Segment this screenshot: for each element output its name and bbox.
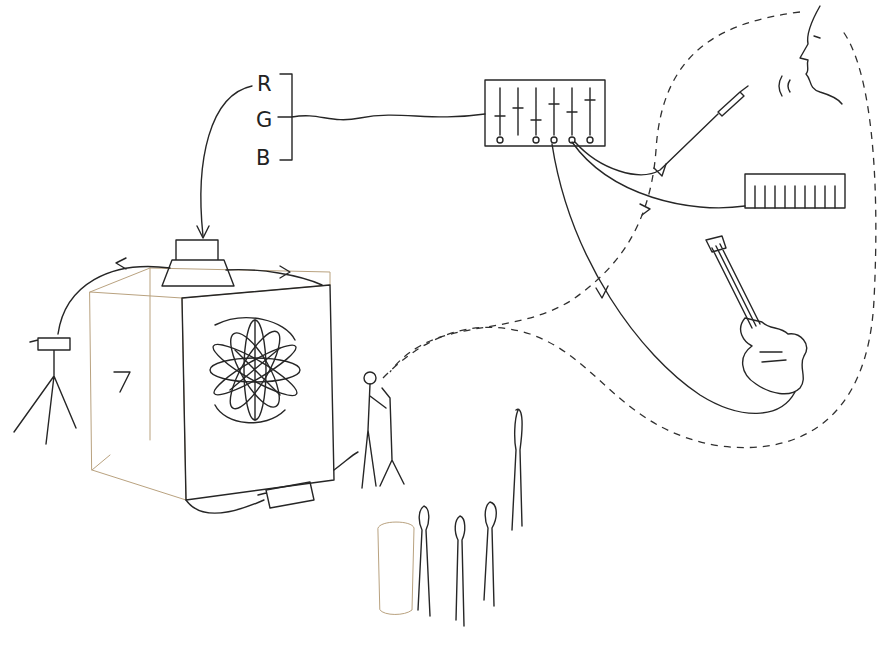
- mixer-knob: [533, 137, 539, 143]
- guitar-cable: [552, 144, 795, 413]
- singer-profile: [800, 6, 842, 104]
- projected-visual: [208, 318, 301, 423]
- mixer-knob: [551, 137, 557, 143]
- projector-wire: [58, 267, 322, 334]
- audience-figure: [418, 506, 430, 616]
- arrow-head: [280, 266, 290, 278]
- arrow-head: [654, 164, 666, 176]
- arrow-head: [116, 258, 126, 269]
- keyboard-cable: [572, 142, 745, 208]
- keyboard: [745, 174, 845, 208]
- scribble-lines: [215, 318, 295, 423]
- direction-mark: [114, 372, 130, 392]
- guitar-body: [741, 318, 807, 394]
- mixer-faders: [495, 88, 595, 135]
- arrow-head: [596, 286, 608, 298]
- sound-waves: [779, 76, 790, 96]
- audience: [378, 409, 522, 626]
- mixer-knob: [497, 137, 503, 143]
- performer-head: [364, 372, 376, 384]
- cube-edges: [90, 268, 330, 500]
- audience-figure: [484, 502, 496, 606]
- mic-cable: [575, 114, 718, 175]
- guitar-strings: [716, 246, 786, 362]
- singer-eye: [814, 36, 820, 38]
- signal-label: G: [256, 108, 272, 132]
- arrow-head: [197, 226, 209, 238]
- signal-label: B: [256, 146, 270, 170]
- mixer-desk: [485, 80, 605, 146]
- guitar-neck: [706, 236, 760, 328]
- audience-figure: [455, 516, 465, 626]
- projector: [162, 240, 234, 286]
- camera-cable: [186, 452, 358, 513]
- camera: [258, 482, 314, 508]
- mixer-body: [485, 80, 605, 146]
- signal-arrow: [201, 86, 252, 236]
- performer-body: [362, 384, 404, 488]
- mixer-knob: [587, 137, 593, 143]
- feedback-loop: [390, 12, 800, 372]
- bracket: [278, 74, 485, 160]
- microphone: [718, 86, 748, 116]
- projection-screen: [182, 285, 334, 500]
- signal-label: R: [257, 72, 272, 96]
- audience-table: [378, 522, 414, 615]
- feedback-loop: [383, 30, 876, 448]
- keyboard-keys: [755, 186, 835, 208]
- audience-figure: [512, 409, 522, 530]
- tripod-camera: [14, 338, 76, 444]
